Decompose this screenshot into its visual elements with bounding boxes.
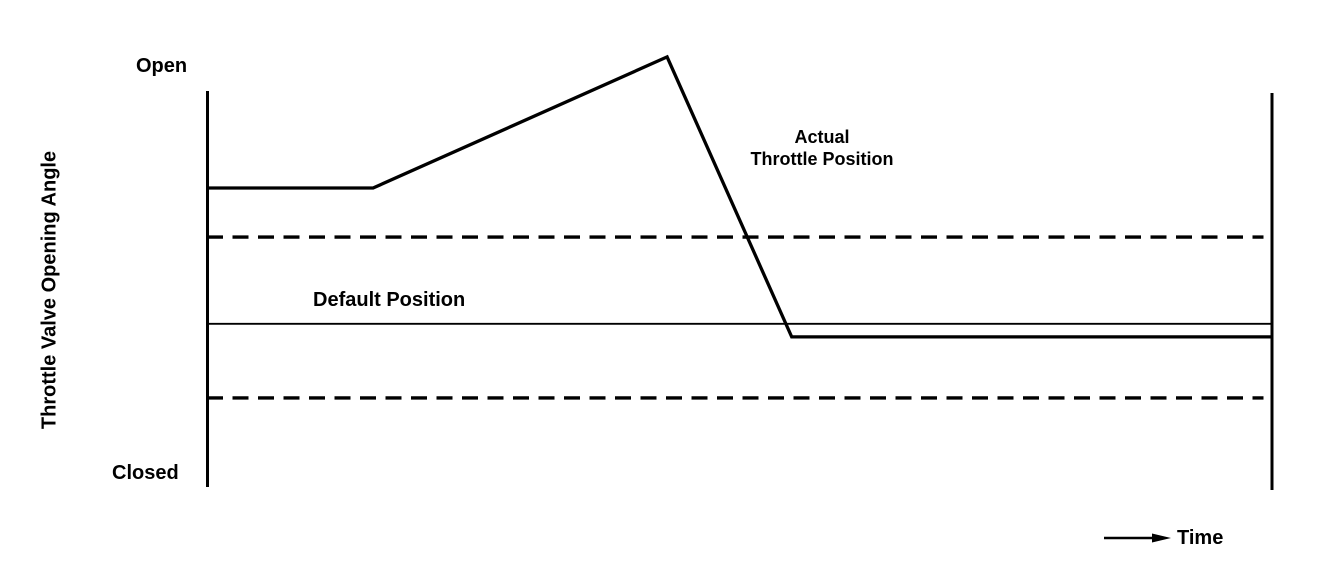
time-arrow-head — [1152, 533, 1171, 543]
series-group — [207, 54, 1272, 400]
x-axis-label-time: Time — [1177, 527, 1224, 549]
series-actual-throttle-position — [207, 54, 1272, 339]
default-position-annotation: Default Position — [313, 289, 466, 311]
y-tick-label-closed: Closed — [112, 462, 179, 484]
y-axis-title: Throttle Valve Opening Angle — [38, 150, 61, 430]
y-tick-label-open: Open — [136, 55, 188, 77]
actual-annotation-line-2: Throttle Position — [750, 149, 894, 169]
actual-throttle-position-annotation: Actual Throttle Position — [751, 126, 894, 170]
time-arrow — [1104, 533, 1171, 543]
actual-annotation-line-1: Actual — [794, 127, 850, 147]
